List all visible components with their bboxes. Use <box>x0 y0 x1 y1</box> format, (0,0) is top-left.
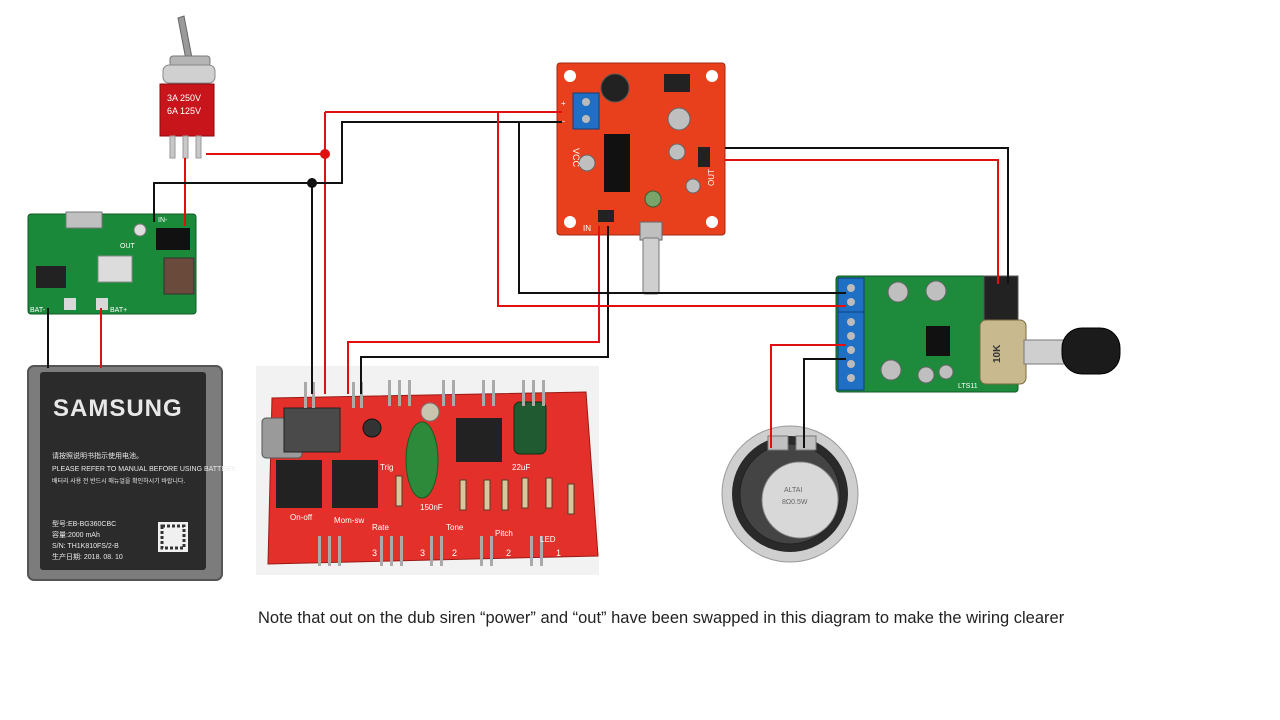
black-wire-charger-out <box>153 182 312 222</box>
wires <box>47 111 1009 448</box>
red-wire-amp-right-power <box>497 112 846 307</box>
battery-model: 型号:EB-BG360CBC <box>52 519 116 528</box>
black-wire-amp-right-power <box>518 122 846 294</box>
red-wire-speaker <box>770 344 846 448</box>
amp-right-pot-label: 10K <box>992 344 1003 363</box>
battery-line-kr: 배터리 사용 전 반드시 매뉴얼을 확인하시기 바랍니다. <box>52 477 185 485</box>
battery-line-en: PLEASE REFER TO MANUAL BEFORE USING BATT… <box>52 466 237 473</box>
speaker-brand: ALTAI <box>784 487 802 494</box>
dub-mom-label: Mom-sw <box>334 516 364 525</box>
speaker-spec: 8Ω0.5W <box>782 499 808 506</box>
speaker: ALTAI 8Ω0.5W <box>721 425 859 563</box>
charger-in-label: IN- <box>158 217 168 224</box>
dub-trig-label: Trig <box>380 463 393 472</box>
dub-num-2a: 2 <box>452 548 457 558</box>
dub-led-label: LED <box>540 535 556 544</box>
battery-brand: SAMSUNG <box>53 395 183 422</box>
dub-num-3b: 3 <box>420 548 425 558</box>
diagram-note: Note that out on the dub siren “power” a… <box>258 609 1065 627</box>
switch-rating-2: 6A 125V <box>167 106 201 116</box>
amp-top-minus-label: - <box>562 116 565 126</box>
charger-board: BAT- BAT+ IN- OUT <box>27 211 197 315</box>
amp-top-in-label: IN <box>583 224 591 233</box>
red-junction-dot <box>320 149 330 159</box>
dub-cap-label: 22uF <box>512 463 530 472</box>
toggle-switch: 3A 250V 6A 125V <box>159 15 216 159</box>
dub-onoff-label: On-off <box>290 513 313 522</box>
black-wire-speaker <box>803 358 846 448</box>
switch-rating-1: 3A 250V <box>167 93 201 103</box>
dub-cap2-label: 150nF <box>420 503 443 512</box>
dub-num-2b: 2 <box>506 548 511 558</box>
amp-right-ic-label: LTS11 <box>958 383 978 390</box>
battery-serial: S/N: TH1K810FS/2-B <box>52 543 119 550</box>
dub-num-3a: 3 <box>372 548 377 558</box>
battery-date: 生产日期: 2018. 08. 10 <box>52 552 123 561</box>
black-wire-dub-out <box>360 226 609 394</box>
red-wire-dub-out <box>347 226 600 394</box>
dub-pitch-label: Pitch <box>495 529 513 538</box>
charger-bat-plus-label: BAT+ <box>110 307 127 314</box>
charger-bat-minus-label: BAT- <box>30 307 46 314</box>
charger-out-label: OUT <box>120 243 136 250</box>
amp-board-top: + - VCC IN OUT <box>556 62 726 295</box>
battery: SAMSUNG 请按照说明书指示使用电池。 PLEASE REFER TO MA… <box>27 365 237 581</box>
black-wire-amp-out <box>725 147 1009 284</box>
black-junction-dot <box>307 178 317 188</box>
dub-num-1: 1 <box>556 548 561 558</box>
amp-board-right: 10K LTS11 <box>835 275 1121 393</box>
amp-top-out-label: OUT <box>707 169 716 186</box>
dub-rate-label: Rate <box>372 523 389 532</box>
red-wire-amp-out <box>725 159 999 284</box>
dub-tone-label: Tone <box>446 523 464 532</box>
amp-top-vcc-label: VCC <box>571 148 581 168</box>
battery-line-cn: 请按照说明书指示使用电池。 <box>52 451 143 460</box>
amp-top-plus-label: + <box>561 99 566 108</box>
battery-capacity: 容量:2000 mAh <box>52 530 100 539</box>
dub-siren-board: On-off Mom-sw Rate 150nF Tone Pitch LED … <box>256 366 599 575</box>
black-wire-node-to-amp-top <box>312 121 562 184</box>
